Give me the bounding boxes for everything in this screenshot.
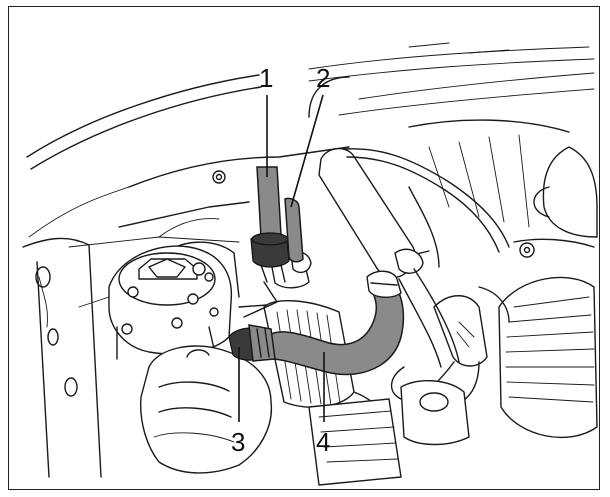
part-1-hose — [250, 166, 290, 283]
diagram-frame: 1 2 3 4 — [8, 6, 600, 490]
part-2-hose — [284, 197, 304, 263]
callout-3: 3 — [231, 427, 245, 457]
upper-hose — [318, 148, 460, 368]
callout-2: 2 — [316, 63, 330, 93]
reservoir-cap — [108, 245, 233, 363]
coolant-bottle — [139, 345, 273, 474]
thin-pipes — [308, 76, 510, 253]
part-4-hose — [266, 270, 405, 376]
callout-1: 1 — [259, 63, 273, 93]
pulley-assembly — [478, 276, 598, 439]
leader-2 — [290, 94, 324, 208]
engine-bay-illustration: 1 2 3 4 — [22, 42, 598, 486]
part-3-clamp — [228, 324, 276, 362]
callout-leaders — [238, 94, 325, 422]
callout-4: 4 — [316, 427, 330, 457]
engine-background — [118, 119, 598, 298]
callout-labels: 1 2 3 4 — [231, 63, 330, 457]
lower-components — [308, 379, 470, 486]
